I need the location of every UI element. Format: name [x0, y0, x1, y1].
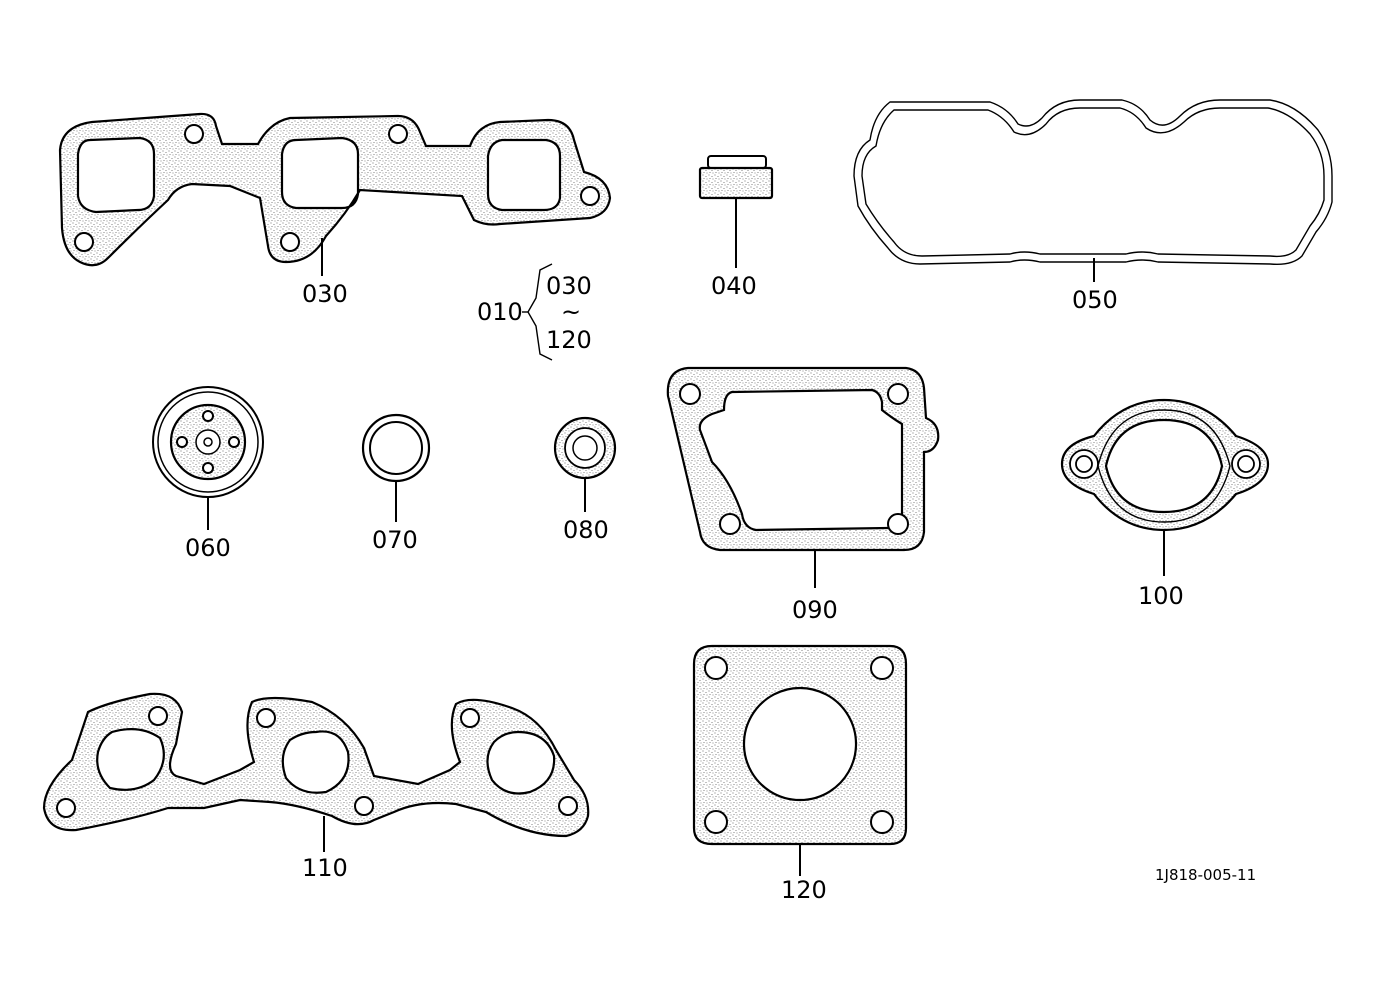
label-group-to-120: 120: [546, 326, 592, 354]
part-040-valve-stem-seal: [698, 155, 774, 268]
label-110: 110: [302, 854, 348, 882]
part-050-head-cover-gasket: [853, 99, 1333, 282]
label-100: 100: [1138, 582, 1184, 610]
part-030-manifold-gasket: [58, 112, 612, 276]
label-group-from-030: 030: [546, 272, 592, 300]
label-040: 040: [711, 272, 757, 300]
label-070: 070: [372, 526, 418, 554]
label-060: 060: [185, 534, 231, 562]
part-070-o-ring: [361, 413, 431, 522]
part-080-seal: [553, 416, 617, 512]
part-060-thermostat: [152, 386, 264, 530]
label-010: 010: [477, 298, 523, 326]
part-100-flange-gasket: [1060, 398, 1270, 576]
reference-code: 1J818-005-11: [1155, 866, 1256, 884]
part-090-housing-gasket: [666, 366, 940, 588]
set-group-bracket: [522, 263, 553, 361]
label-030: 030: [302, 280, 348, 308]
label-090: 090: [792, 596, 838, 624]
label-group-tilde: ~: [561, 298, 581, 326]
label-050: 050: [1072, 286, 1118, 314]
label-080: 080: [563, 516, 609, 544]
part-120-square-gasket: [692, 644, 908, 876]
part-110-intake-manifold-gasket: [42, 692, 590, 852]
label-120: 120: [781, 876, 827, 904]
